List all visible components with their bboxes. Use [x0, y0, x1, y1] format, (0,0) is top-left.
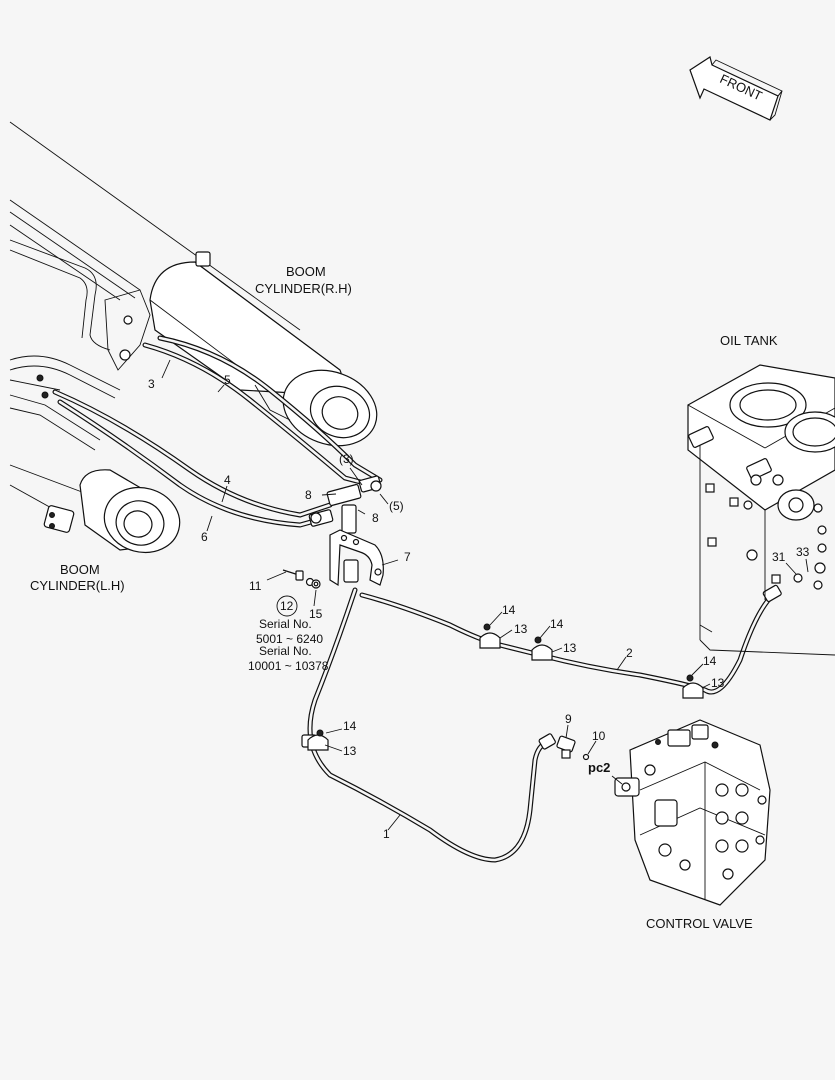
callout-14d: 14 [343, 719, 357, 733]
serial-note-line-4: 10001 ~ 10378 [248, 659, 329, 673]
serial-note-line-2: 5001 ~ 6240 [256, 632, 323, 646]
callout-8b: 8 [372, 511, 379, 525]
fitting-9-10 [556, 735, 590, 761]
callout-15: 15 [309, 607, 323, 621]
clamps [307, 623, 704, 751]
callout-14b: 14 [550, 617, 564, 631]
front-arrow: FRONT [689, 56, 783, 121]
bracket-7 [329, 529, 384, 587]
callout-14c: 14 [703, 654, 717, 668]
clamp-b [531, 636, 553, 661]
hose-2 [359, 584, 782, 695]
callout-3: 3 [148, 377, 155, 391]
boom-lh-label-2: CYLINDER(L.H) [30, 578, 125, 593]
oil-tank-label: OIL TANK [720, 333, 778, 348]
callout-31: 31 [772, 550, 786, 564]
callout-6: 6 [201, 530, 208, 544]
oil-tank [687, 364, 835, 656]
boom-rh-label-1: BOOM [286, 264, 326, 279]
callout-14a: 14 [502, 603, 516, 617]
control-valve [614, 719, 771, 906]
leader-lines [161, 359, 809, 831]
clamp-c [682, 674, 704, 699]
boom-cylinder-rh [104, 251, 378, 447]
callout-9: 9 [565, 712, 572, 726]
callout-12-circle [276, 595, 298, 617]
callout-33: 33 [796, 545, 810, 559]
clamp-a [479, 623, 501, 649]
callout-4: 4 [224, 473, 231, 487]
callout-1: 1 [383, 827, 390, 841]
callout-13d: 13 [343, 744, 357, 758]
callout-13a: 13 [514, 622, 528, 636]
callout-13b: 13 [563, 641, 577, 655]
boom-cylinder-lh [9, 464, 181, 554]
tee-fittings [308, 475, 382, 534]
callout-12: 12 [280, 599, 294, 613]
control-valve-label: CONTROL VALVE [646, 916, 753, 931]
callout-7: 7 [404, 550, 411, 564]
callout-10: 10 [592, 729, 606, 743]
boom-rh-label-2: CYLINDER(R.H) [255, 281, 352, 296]
hoses-3-5 [142, 335, 383, 488]
callout-5: 5 [224, 373, 231, 387]
serial-note-line-3: Serial No. [259, 644, 312, 658]
arm-hoses [9, 355, 121, 451]
callout-13c: 13 [711, 676, 725, 690]
bolt-washer [282, 569, 321, 589]
serial-note-line-1: Serial No. [259, 617, 312, 631]
boom-structure [9, 121, 301, 351]
clamp-d [307, 729, 329, 751]
port-pc2-label: pc2 [588, 760, 610, 775]
callout-2: 2 [626, 646, 633, 660]
callout-8a: 8 [305, 488, 312, 502]
callout-5-paren: (5) [389, 499, 404, 513]
hose-1 [301, 587, 556, 863]
callout-11: 11 [249, 579, 262, 593]
hoses-4-6 [52, 389, 333, 528]
boom-lh-label-1: BOOM [60, 562, 100, 577]
callout-3-paren: (3) [339, 452, 354, 466]
